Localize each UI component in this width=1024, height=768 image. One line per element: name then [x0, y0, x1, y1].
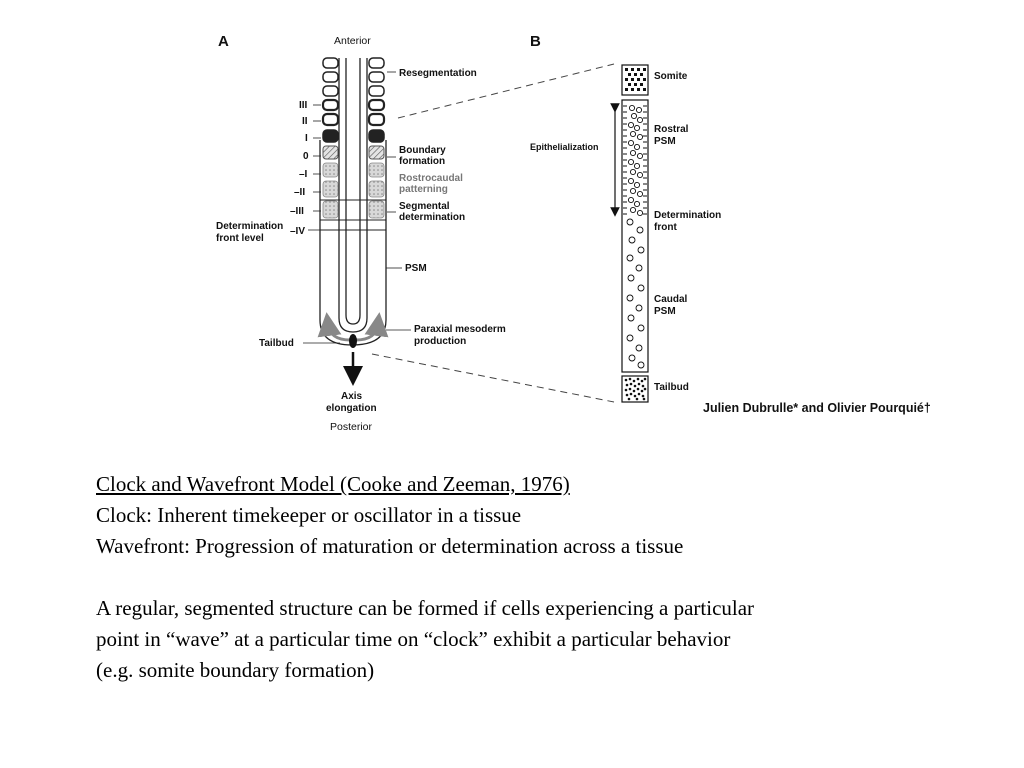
somites-right	[367, 57, 386, 219]
anterior-label: Anterior	[334, 35, 371, 47]
svg-text:II: II	[302, 116, 308, 127]
clock-wavefront-figure: A Anterior	[216, 33, 721, 433]
determination-front-line2: front	[654, 222, 677, 233]
panel-b: B Somite	[530, 33, 721, 403]
axis-elongation-line1: Axis	[341, 391, 363, 402]
segmental-determination-line1: Segmental	[399, 201, 450, 212]
rostrocaudal-line1: Rostrocaudal	[399, 173, 463, 184]
panel-a: A Anterior	[216, 33, 506, 433]
svg-text:0: 0	[303, 151, 309, 162]
svg-text:–I: –I	[299, 169, 308, 180]
somite-label: Somite	[654, 71, 688, 82]
svg-text:–IV: –IV	[290, 226, 305, 237]
paraxial-mesoderm-line1: Paraxial mesoderm	[414, 324, 506, 335]
svg-text:III: III	[299, 100, 308, 111]
axis-elongation-line2: elongation	[326, 403, 377, 414]
svg-text:–II: –II	[294, 187, 305, 198]
rostral-psm-line2: PSM	[654, 136, 676, 147]
zoom-line-top	[397, 63, 615, 119]
slide-text: Clock and Wavefront Model (Cooke and Zee…	[96, 469, 976, 686]
determination-front-level-line1: Determination	[216, 221, 283, 232]
resegmentation-label: Resegmentation	[399, 68, 477, 79]
svg-text:–III: –III	[290, 206, 304, 217]
panel-a-letter: A	[218, 33, 229, 50]
paraxial-arrow-right	[355, 312, 389, 342]
caudal-psm-line1: Caudal	[654, 294, 688, 305]
neural-tube-inner	[345, 58, 361, 325]
figure-credit: Julien Dubrulle* and Olivier Pourquié†	[703, 401, 931, 415]
boundary-formation-line1: Boundary	[399, 145, 446, 156]
rostrocaudal-line2: patterning	[399, 184, 448, 195]
psm-label: PSM	[405, 263, 427, 274]
paragraph-line-2: point in “wave” at a particular time on …	[96, 627, 731, 651]
psm-column	[621, 99, 649, 373]
segmental-determination-line2: determination	[399, 212, 465, 223]
model-heading: Clock and Wavefront Model (Cooke and Zee…	[96, 472, 570, 496]
tailbud-texture	[624, 377, 647, 401]
tailbud-node	[349, 334, 357, 348]
psm-cells	[626, 104, 645, 369]
clock-definition: Clock: Inherent timekeeper or oscillator…	[96, 503, 522, 527]
panel-b-letter: B	[530, 33, 541, 50]
epithelial-border	[623, 105, 647, 215]
tailbud-label-b: Tailbud	[654, 382, 689, 393]
zoom-line-bottom	[371, 353, 615, 403]
tailbud-label-a: Tailbud	[259, 338, 294, 349]
paragraph-line-3: (e.g. somite boundary formation)	[96, 658, 375, 682]
neural-tube	[338, 58, 368, 333]
paragraph-line-1: A regular, segmented structure can be fo…	[96, 596, 755, 620]
rostral-psm-line1: Rostral	[654, 124, 689, 135]
paraxial-arrow-left	[317, 312, 351, 342]
paraxial-mesoderm-line2: production	[414, 336, 466, 347]
determination-front-line1: Determination	[654, 210, 721, 221]
wavefront-definition: Wavefront: Progression of maturation or …	[96, 534, 684, 558]
spacer	[96, 562, 976, 593]
boundary-formation-line2: formation	[399, 156, 445, 167]
somite-texture	[625, 68, 646, 91]
roman-labels: III II I 0 –I –II –III –IV	[290, 100, 309, 237]
epithelialization-label: Epithelialization	[530, 142, 599, 152]
determination-front-level-line2: front level	[216, 233, 264, 244]
caudal-psm-line2: PSM	[654, 306, 676, 317]
somites-left	[321, 57, 340, 219]
determination-box	[319, 199, 387, 221]
posterior-label: Posterior	[330, 421, 373, 433]
svg-text:I: I	[305, 133, 308, 144]
